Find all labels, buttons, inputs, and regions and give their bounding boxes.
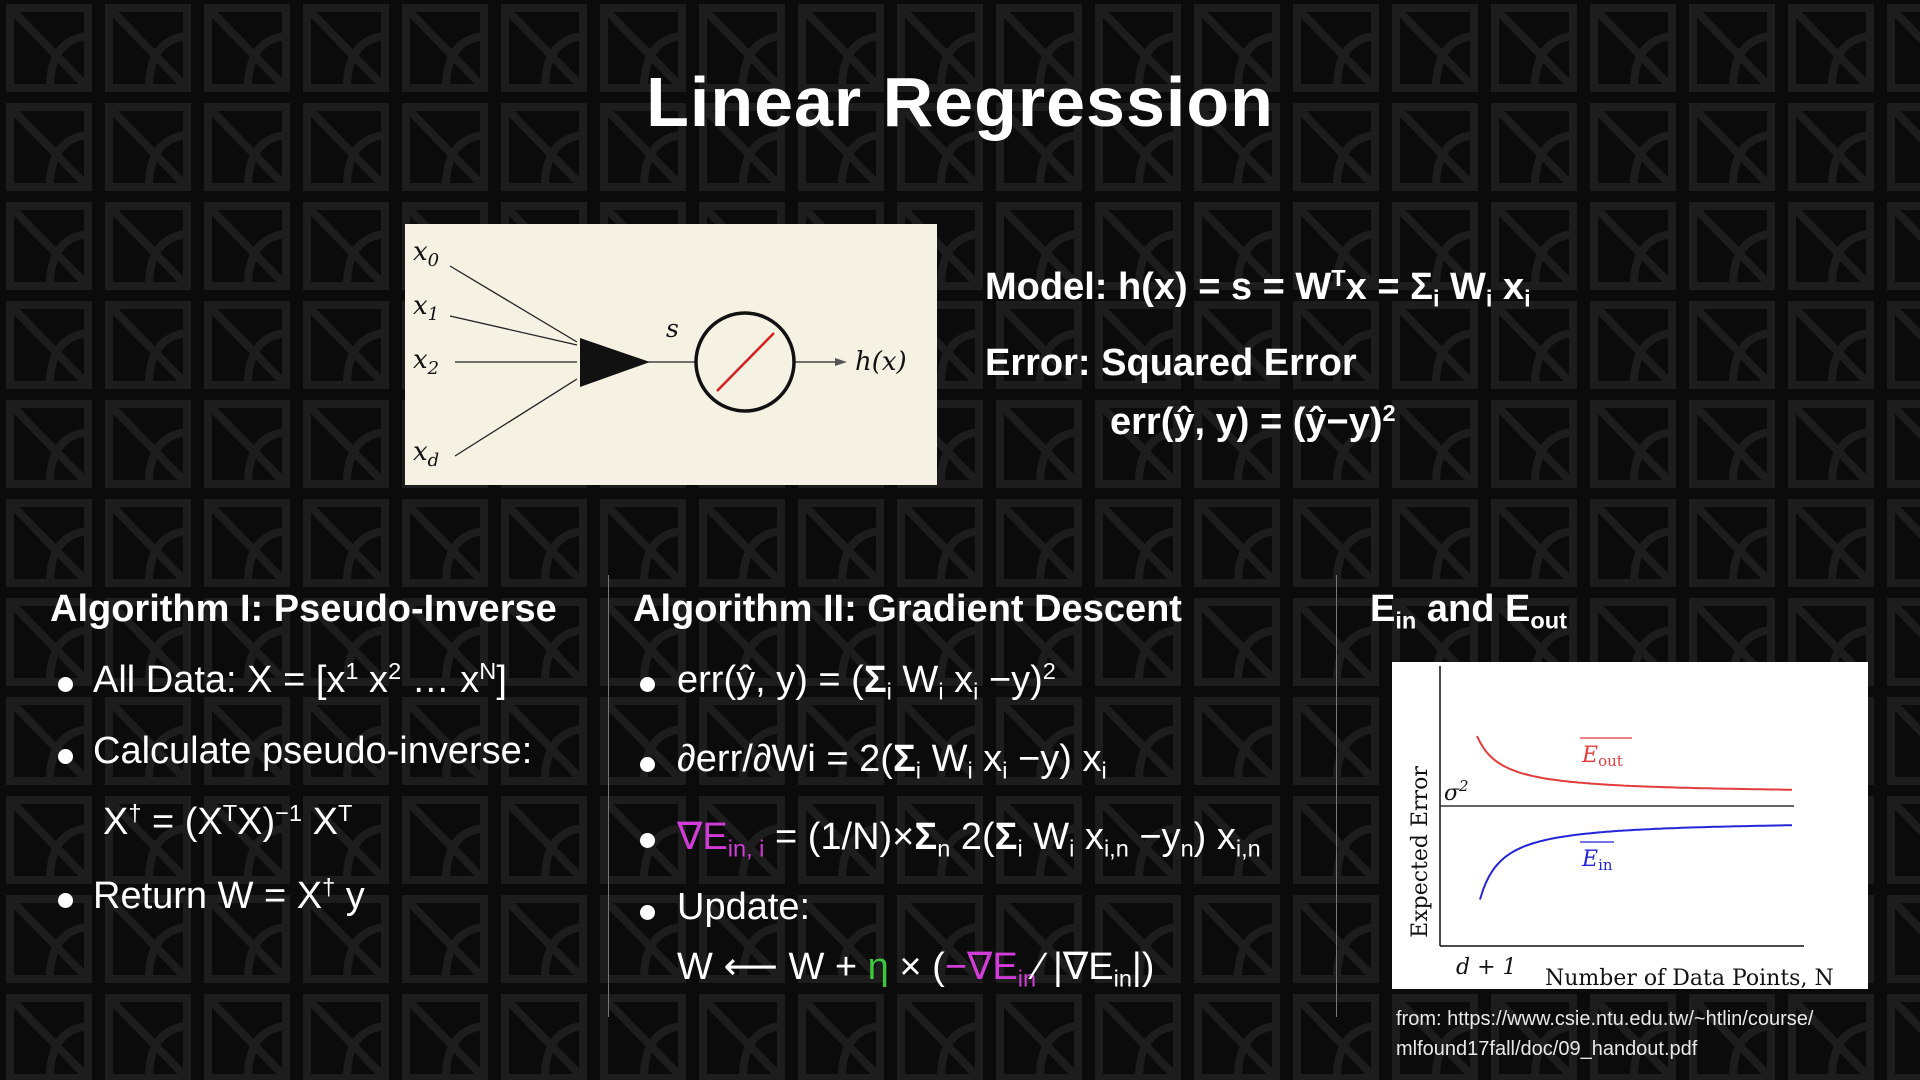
input-x2-subscript: 2	[427, 358, 439, 379]
x-tick-d-plus-1: d + 1	[1456, 955, 1517, 980]
input-x0: x	[413, 237, 428, 267]
alg2-item-derivative: ∂err/∂Wi = 2(Σi Wi xi −y) xi	[677, 738, 1107, 784]
alg2-item-err: err(ŷ, y) = (Σi Wi xi −y)2	[677, 658, 1056, 705]
neuron-diagram: x0 x1 x2 xd s h(x)	[405, 224, 937, 485]
e-in-curve	[1479, 824, 1793, 900]
bullet	[640, 757, 655, 772]
alg1-title: Algorithm I: Pseudo-Inverse	[50, 588, 557, 630]
bullet	[58, 749, 73, 764]
svg-text:x0: x0	[413, 237, 439, 271]
bullet	[640, 833, 655, 848]
model-equation: Model: h(x) = s = WTx = Σi Wi xi	[985, 265, 1531, 312]
input-xd-subscript: d	[428, 450, 440, 471]
column-divider-2	[1336, 575, 1337, 1017]
neuron-diagram-svg: x0 x1 x2 xd s h(x)	[413, 237, 907, 471]
alg2-item-update: Update:	[677, 886, 811, 928]
input-x1: x	[413, 291, 428, 321]
source-citation: from: https://www.csie.ntu.edu.tw/~htlin…	[1396, 1008, 1814, 1060]
y-tick-sigma: σ2	[1444, 777, 1469, 806]
e-out-label: Eout	[1581, 743, 1623, 770]
alg2-item-gradient: ∇Ein, i = (1/N)×Σn 2(Σi Wi xi,n −yn) xi,…	[677, 816, 1261, 862]
input-x2: x	[413, 345, 428, 375]
sum-label: s	[666, 314, 679, 343]
alg2-update-formula: W ⟵ W + η × (−∇Ein⁄ |∇Ein|)	[677, 946, 1155, 992]
alg2-title: Algorithm II: Gradient Descent	[633, 588, 1182, 630]
bullet	[640, 677, 655, 692]
column-divider-1	[608, 575, 609, 1017]
input-x0-subscript: 0	[428, 250, 439, 271]
learning-curve-svg: Expected Error Number of Data Points, N …	[1408, 666, 1834, 991]
alg1-item-calculate: Calculate pseudo-inverse:	[93, 730, 533, 772]
page-title: Linear Regression	[646, 63, 1274, 141]
ein-eout-title: Ein and Eout	[1370, 588, 1567, 634]
bullet	[58, 677, 73, 692]
y-axis-label: Expected Error	[1408, 766, 1433, 938]
bullet	[58, 893, 73, 908]
svg-text:xd: xd	[413, 437, 439, 471]
learning-curve-chart: Expected Error Number of Data Points, N …	[1392, 662, 1868, 991]
error-label: Error: Squared Error	[985, 342, 1357, 384]
input-x1-subscript: 1	[428, 304, 439, 325]
alg1-pseudo-inverse-formula: X† = (XTX)−1 XT	[103, 800, 353, 843]
bullet	[640, 905, 655, 920]
error-equation: err(ŷ, y) = (ŷ−y)2	[1110, 400, 1396, 443]
alg1-item-all-data: All Data: X = [x1 x2 … xN]	[93, 658, 507, 701]
svg-text:x2: x2	[413, 345, 439, 379]
model-formula: h(x) = s = WTx = Σi Wi xi	[1118, 265, 1531, 312]
alg1-item-return: Return W = X† y	[93, 874, 365, 917]
input-xd: x	[413, 437, 428, 467]
svg-text:x1: x1	[413, 291, 439, 325]
x-axis-label: Number of Data Points, N	[1545, 966, 1834, 989]
output-label: h(x)	[855, 347, 907, 377]
e-out-curve	[1476, 735, 1792, 791]
e-in-label: Ein	[1581, 847, 1613, 874]
